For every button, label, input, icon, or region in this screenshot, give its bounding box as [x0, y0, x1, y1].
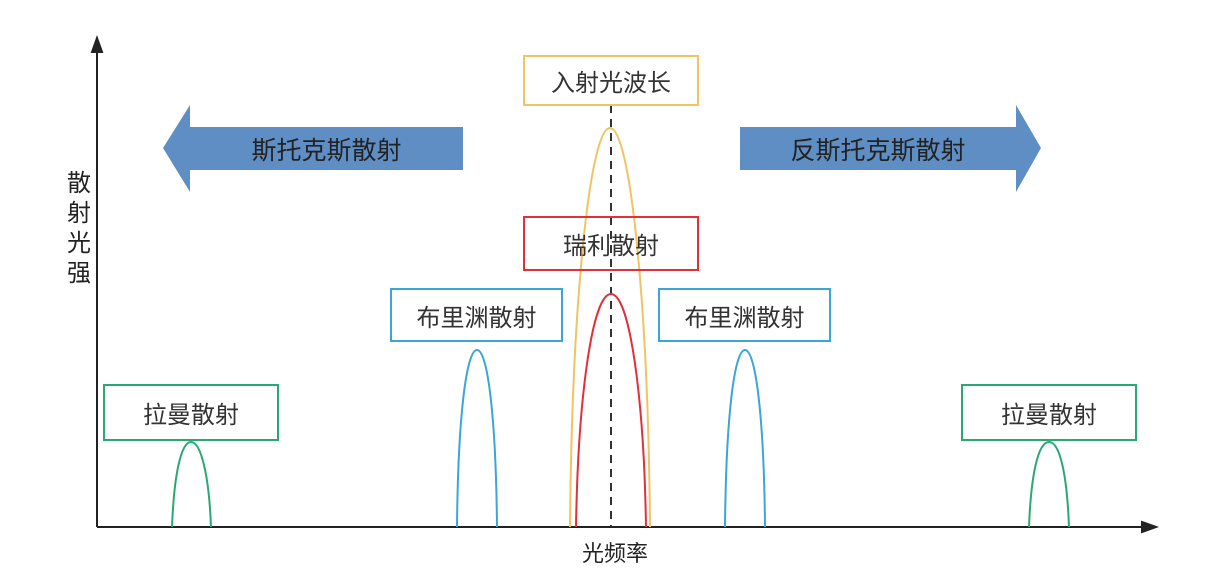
x-axis-arrowhead [1141, 520, 1159, 534]
raman-left-peak [171, 440, 212, 528]
anti-stokes-arrow [740, 105, 1041, 192]
brillouin-right-box: 布里渊散射 [658, 288, 831, 342]
raman-right-peak [1028, 440, 1070, 528]
brillouin-left-box: 布里渊散射 [390, 288, 563, 342]
rayleigh-peak [575, 292, 647, 528]
x-axis-label: 光频率 [581, 542, 648, 567]
anti-stokes-label: 反斯托克斯散射 [790, 135, 966, 165]
incident-peak [569, 126, 651, 528]
stokes-arrow [163, 105, 463, 192]
brillouin-right-peak [724, 348, 766, 528]
brillouin-left-peak [456, 348, 498, 528]
incident-wavelength-box: 入射光波长 [523, 55, 699, 106]
raman-right-box: 拉曼散射 [961, 384, 1137, 441]
rayleigh-box: 瑞利散射 [523, 216, 699, 271]
y-axis-arrowhead [90, 35, 104, 53]
y-axis-label: 散射光强 [67, 169, 91, 287]
raman-left-box: 拉曼散射 [103, 384, 279, 441]
stokes-label: 斯托克斯散射 [251, 135, 402, 165]
